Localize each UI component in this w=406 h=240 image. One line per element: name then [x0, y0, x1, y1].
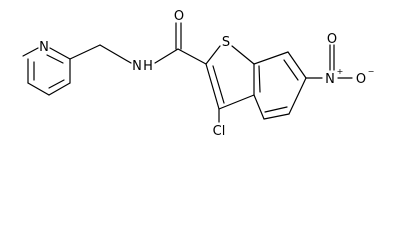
- atom-o-nitro-top: O: [327, 32, 337, 47]
- bond: [154, 48, 179, 64]
- bond: [205, 63, 220, 110]
- bond: [231, 45, 255, 65]
- bond: [264, 106, 288, 113]
- atom-n-pyridine: N: [39, 40, 49, 55]
- atom-h-amide: H: [143, 59, 153, 74]
- bond: [253, 94, 265, 120]
- atom-nh-amide: N: [132, 59, 142, 74]
- bond: [212, 65, 225, 104]
- bond: [49, 47, 71, 60]
- bond: [99, 44, 132, 64]
- atom-cl: Cl: [213, 124, 226, 139]
- nitro-n-charge: +: [337, 67, 344, 76]
- bond: [218, 94, 255, 110]
- bond: [263, 113, 290, 120]
- bond: [288, 77, 307, 115]
- bonds: [22, 22, 353, 123]
- bond: [48, 79, 65, 89]
- atom-s-thiophene: S: [222, 35, 230, 50]
- atom-labels: N N H O S Cl N + O O −: [39, 9, 374, 139]
- bond: [287, 51, 307, 79]
- bond: [253, 51, 289, 65]
- bond: [48, 82, 71, 96]
- nitro-o-charge: −: [368, 67, 375, 76]
- bond: [27, 82, 50, 96]
- atom-o-nitro-right: O: [356, 72, 366, 87]
- bond: [177, 48, 207, 65]
- atom-n-nitro: N: [325, 72, 335, 87]
- molecule-structure: N N H O S Cl N + O O −: [22, 9, 374, 139]
- bond: [22, 47, 39, 57]
- atom-o-carbonyl: O: [174, 9, 184, 24]
- bond: [283, 59, 299, 81]
- bond: [205, 45, 221, 65]
- bond: [46, 54, 64, 64]
- bond: [69, 44, 101, 60]
- bond: [258, 65, 261, 93]
